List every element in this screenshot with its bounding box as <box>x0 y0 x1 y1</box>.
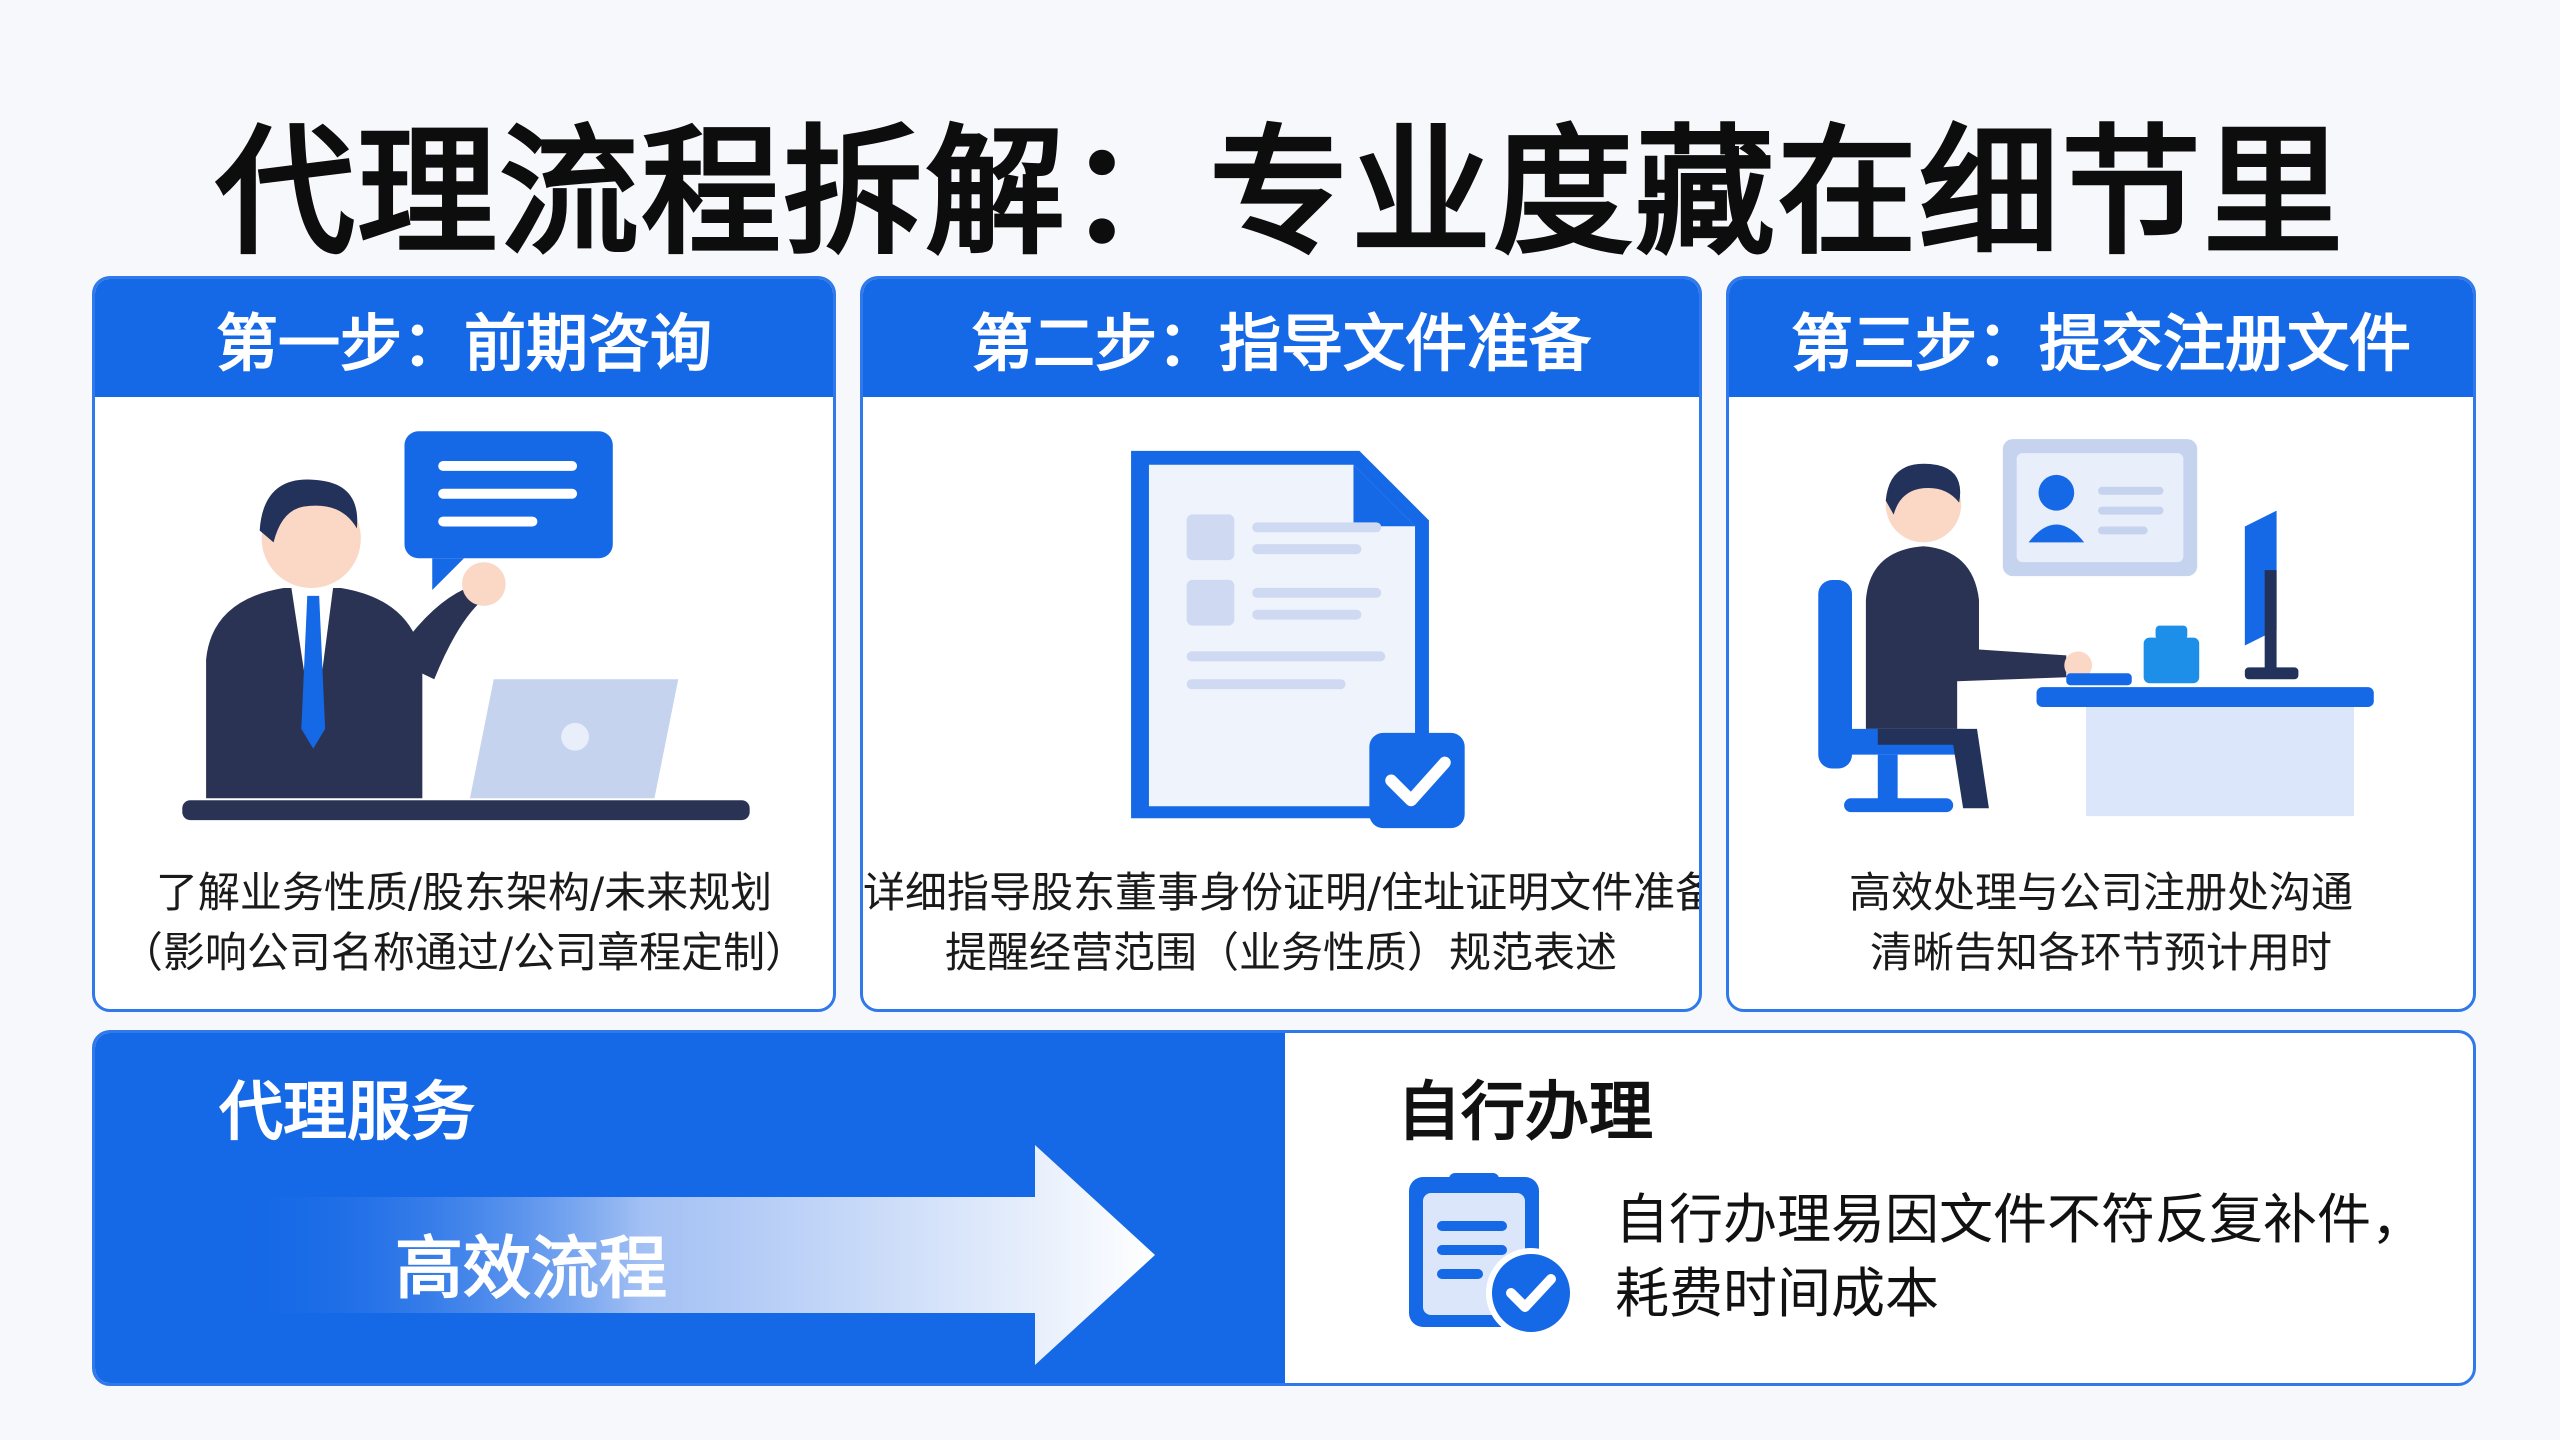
step-2-line-1: 详细指导股东董事身份证明/住址证明文件准备 <box>863 868 1702 917</box>
self-handling-description: 自行办理易因文件不符反复补件， 耗费时间成本 <box>1615 1183 2425 1331</box>
agent-service-title: 代理服务 <box>219 1076 475 1150</box>
step-3-header: 第三步：提交注册文件 <box>1729 279 2473 397</box>
office-worker-computer-icon <box>1818 439 2374 817</box>
arrow-right-icon <box>225 1145 1155 1365</box>
steps-row: 第一步：前期咨询 了解业务性质/股东架构/未来规划 <box>92 276 2476 1012</box>
agent-service-panel: 代理服务 高效流程 <box>95 1033 1285 1383</box>
page-title: 代理流程拆解：专业度藏在细节里 <box>214 112 2345 275</box>
self-handling-line-2: 耗费时间成本 <box>1615 1262 1939 1325</box>
clipboard-check-icon <box>1409 1173 1576 1338</box>
comparison-panel: 代理服务 高效流程 自行办理 自行办理易因文件不符反复补件， 耗费时间成本 <box>92 1030 2476 1386</box>
step-1-header: 第一步：前期咨询 <box>95 279 833 397</box>
self-handling-line-1: 自行办理易因文件不符反复补件， <box>1615 1188 2425 1251</box>
step-card-2: 第二步：指导文件准备 详细指导股东董事身份证明/住址证明文件准备 提醒经营范围（… <box>860 276 1702 1012</box>
step-1-line-2: （影响公司名称通过/公司章程定制） <box>120 928 808 977</box>
step-1-description: 了解业务性质/股东架构/未来规划 （影响公司名称通过/公司章程定制） <box>95 863 833 983</box>
step-2-header: 第二步：指导文件准备 <box>863 279 1699 397</box>
step-1-line-1: 了解业务性质/股东架构/未来规划 <box>155 868 773 917</box>
step-3-description: 高效处理与公司注册处沟通 清晰告知各环节预计用时 <box>1729 863 2473 983</box>
consultant-laptop-chat-icon <box>182 431 750 821</box>
step-card-3: 第三步：提交注册文件 <box>1726 276 2476 1012</box>
step-2-line-2: 提醒经营范围（业务性质）规范表述 <box>944 928 1617 977</box>
document-check-icon <box>1131 450 1465 829</box>
self-handling-title: 自行办理 <box>1397 1076 1653 1150</box>
step-3-line-1: 高效处理与公司注册处沟通 <box>1848 868 2353 917</box>
step-3-line-2: 清晰告知各环节预计用时 <box>1869 928 2332 977</box>
efficient-process-label: 高效流程 <box>395 1230 668 1309</box>
step-card-1: 第一步：前期咨询 了解业务性质/股东架构/未来规划 <box>92 276 836 1012</box>
step-2-description: 详细指导股东董事身份证明/住址证明文件准备 提醒经营范围（业务性质）规范表述 <box>863 863 1699 983</box>
